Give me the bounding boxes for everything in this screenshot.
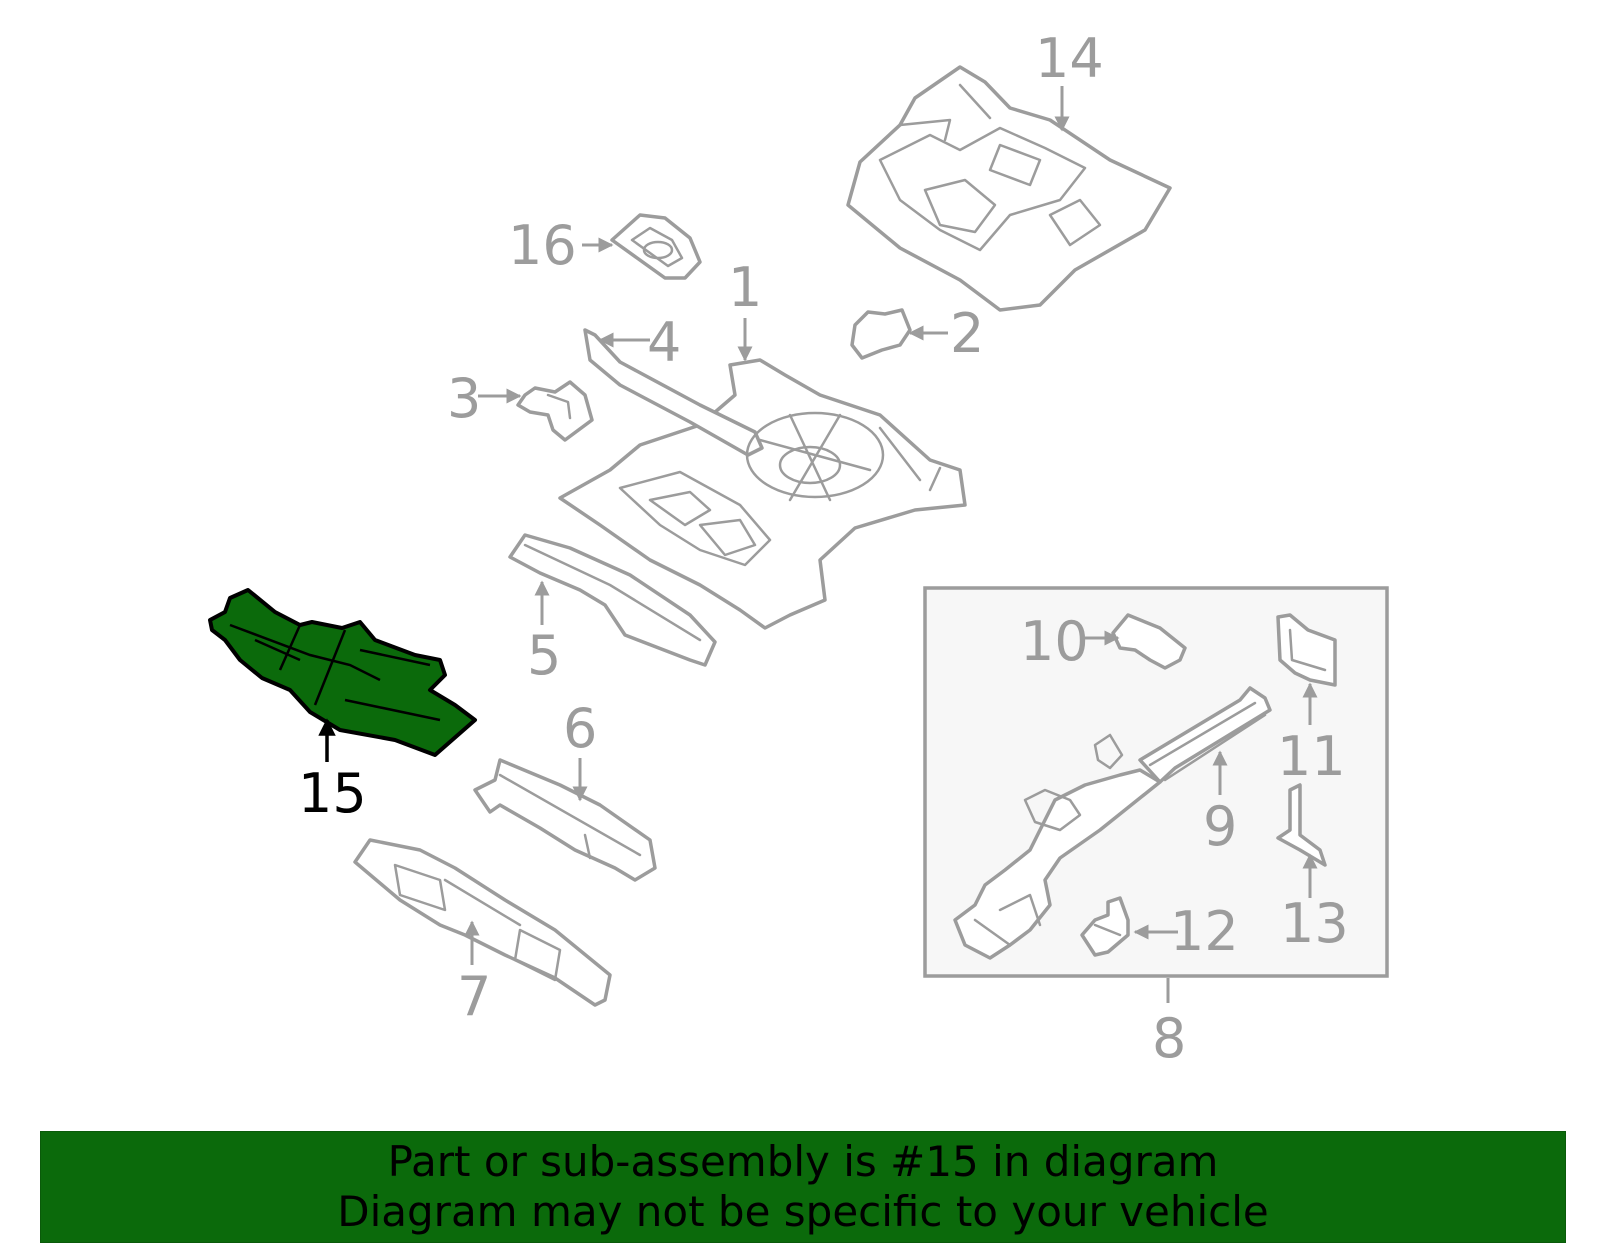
part-6-crossmember[interactable]	[473, 758, 657, 882]
part-10-bracket[interactable]	[1111, 613, 1187, 670]
callout-2: 2	[950, 302, 984, 365]
part-13-bracket[interactable]	[1276, 783, 1327, 867]
part-16-plug[interactable]	[610, 213, 702, 280]
callout-15: 15	[298, 762, 367, 825]
part-15-highlighted[interactable]	[208, 588, 477, 757]
callout-6: 6	[563, 697, 597, 760]
callout-4: 4	[647, 311, 681, 374]
part-12-bracket[interactable]	[1080, 896, 1130, 957]
callout-11: 11	[1277, 725, 1346, 788]
banner-line-2: Diagram may not be specific to your vehi…	[337, 1187, 1269, 1236]
part-5-crossmember[interactable]	[508, 533, 717, 667]
part-9-rail[interactable]	[1138, 686, 1272, 784]
part-3-bracket[interactable]	[516, 380, 594, 442]
callout-8: 8	[1152, 1007, 1186, 1070]
part-1-rear-floor[interactable]	[558, 328, 967, 630]
part-14-floor-pan[interactable]	[846, 65, 1172, 312]
callout-3: 3	[447, 367, 481, 430]
callout-7: 7	[457, 965, 491, 1028]
callout-16: 16	[508, 214, 577, 277]
callout-9: 9	[1203, 795, 1237, 858]
leader-lines	[318, 86, 1318, 1003]
callout-12: 12	[1170, 900, 1239, 963]
parts-diagram: 14 16 1 2 4 3 5 6 7 10 11 9 12 13 8 15	[208, 27, 1389, 1070]
callouts: 14 16 1 2 4 3 5 6 7 10 11 9 12 13 8 15	[298, 27, 1349, 1070]
part-2-bracket[interactable]	[850, 308, 912, 360]
callout-5: 5	[527, 624, 561, 687]
part-info-banner: Part or sub-assembly is #15 in diagram D…	[40, 1131, 1566, 1243]
banner-line-1: Part or sub-assembly is #15 in diagram	[387, 1137, 1219, 1186]
part-rail-assembly[interactable]	[953, 733, 1162, 960]
callout-13: 13	[1280, 892, 1349, 955]
callout-1: 1	[728, 256, 762, 319]
callout-14: 14	[1035, 27, 1104, 90]
part-7-crossmember[interactable]	[353, 838, 612, 1007]
callout-10: 10	[1020, 610, 1089, 673]
part-11-bracket[interactable]	[1276, 613, 1337, 687]
